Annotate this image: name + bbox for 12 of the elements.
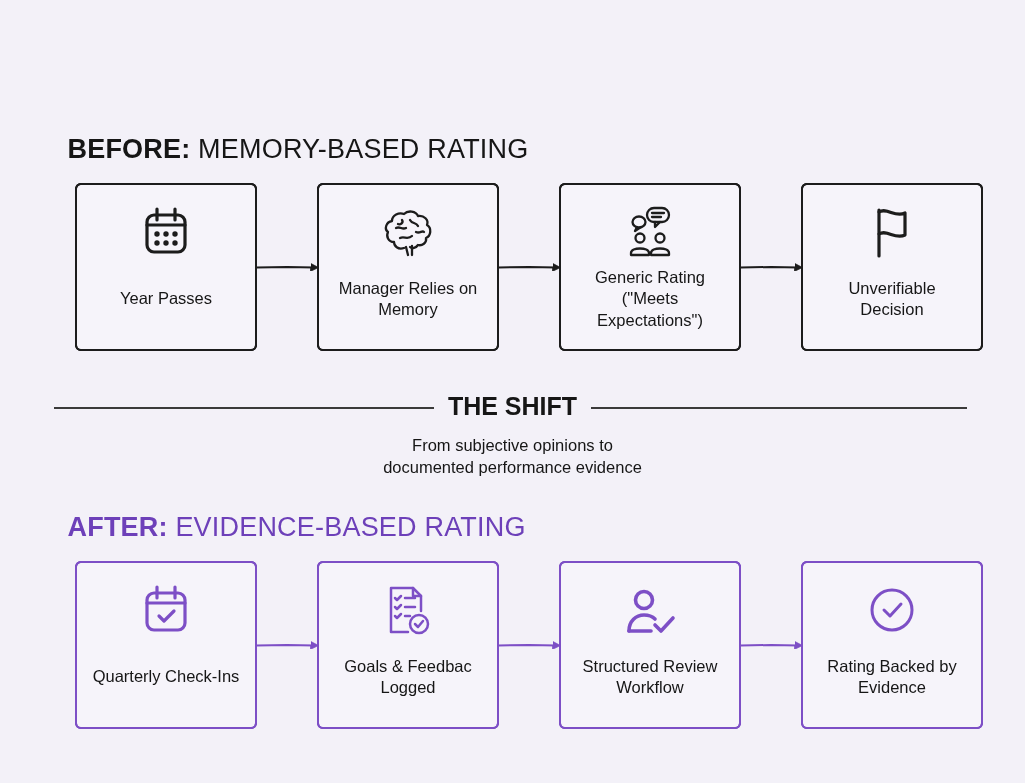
step-text: Generic Rating ("Meets Expectations") [593,266,706,331]
step-text: Manager Relies on Memory [337,277,478,320]
step-text: Structured Review Workflow [581,655,719,698]
step-text: Quarterly Check-Ins [92,666,239,688]
divider-title: THE SHIFT [447,392,578,421]
step-text: Goals & Feedbac Logged [342,655,473,698]
divider-subtitle: From subjective opinions to documented performance evidence [382,435,643,479]
section-heading: BEFORE: MEMORY-BASED RATING [67,134,529,165]
step-text: Year Passes [119,288,212,310]
step-text: Unverifiable Decision [846,277,937,320]
section-heading: AFTER: EVIDENCE-BASED RATING [67,512,526,543]
step-text: Rating Backed by Evidence [825,655,958,698]
